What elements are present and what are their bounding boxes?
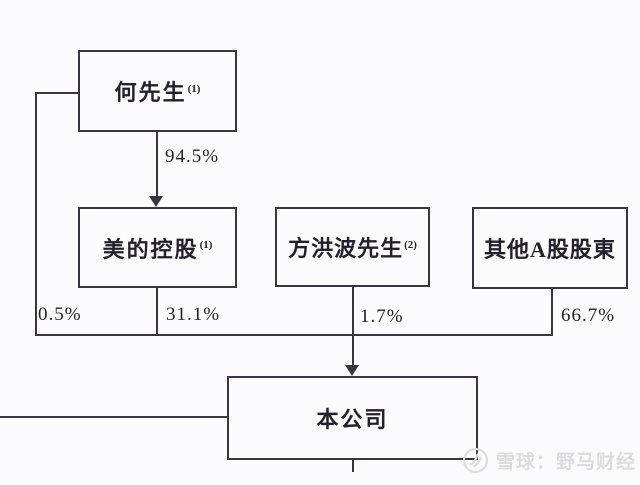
edge-he-to-company-horizontal-top bbox=[35, 92, 80, 94]
arrowhead-he-to-midea bbox=[149, 196, 163, 207]
edge-company-down-stub bbox=[352, 460, 354, 472]
node-mr-fang-label: 方洪波先生(2) bbox=[288, 236, 417, 261]
watermark: 雪球：野马财经 bbox=[462, 447, 636, 474]
edge-midea-to-bus-line bbox=[156, 288, 158, 336]
edge-he-to-company-vertical bbox=[35, 92, 37, 336]
edge-fang-to-bus-line bbox=[352, 287, 354, 335]
node-company: 本公司 bbox=[227, 376, 478, 460]
edge-label-he-to-company: 0.5% bbox=[38, 304, 82, 325]
node-midea-holding: 美的控股(1) bbox=[78, 207, 237, 288]
arrowhead-bus-to-company bbox=[345, 365, 359, 376]
edge-label-he-to-midea: 94.5% bbox=[165, 146, 220, 167]
watermark-text: 雪球：野马财经 bbox=[496, 452, 637, 473]
node-other-a-shareholders: 其他A股股東 bbox=[472, 207, 628, 289]
node-mr-fang-footnote: (2) bbox=[404, 238, 417, 251]
edge-bus-to-company-line bbox=[352, 335, 354, 366]
node-mr-he-label: 何先生(1) bbox=[114, 80, 201, 105]
xueqiu-logo-icon bbox=[462, 447, 489, 474]
edge-label-other-to-company: 66.7% bbox=[561, 305, 616, 326]
edge-he-to-midea-line bbox=[156, 132, 158, 198]
node-midea-holding-label: 美的控股(1) bbox=[102, 236, 213, 262]
edge-offpage-into-company-line bbox=[0, 416, 227, 418]
node-other-a-shareholders-label: 其他A股股東 bbox=[484, 237, 616, 262]
node-mr-he: 何先生(1) bbox=[78, 50, 237, 132]
node-midea-holding-footnote: (1) bbox=[199, 239, 213, 252]
edge-bus-line bbox=[35, 334, 553, 336]
edge-label-fang-to-company: 1.7% bbox=[360, 306, 404, 327]
node-mr-fang: 方洪波先生(2) bbox=[275, 207, 430, 287]
edge-other-to-bus-line bbox=[551, 289, 553, 335]
node-mr-he-footnote: (1) bbox=[187, 82, 201, 95]
node-company-label: 本公司 bbox=[316, 407, 389, 432]
edge-label-midea-to-company: 31.1% bbox=[166, 304, 221, 325]
